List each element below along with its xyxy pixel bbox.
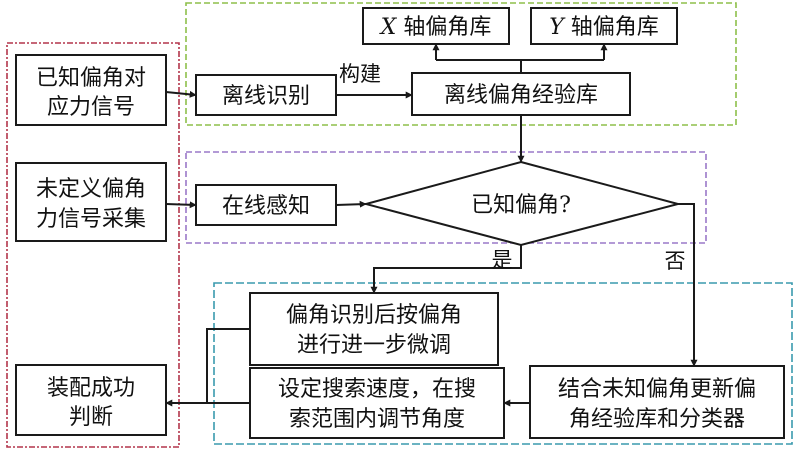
offline-library-label: 离线偏角经验库: [444, 83, 598, 108]
assembly-success-line-1: 装配成功: [47, 376, 135, 401]
build-label: 构建: [339, 62, 381, 86]
update-library-box: [529, 365, 785, 439]
undefined-signal-line-2: 力信号采集: [36, 207, 146, 232]
assembly-success-line-2: 判断: [69, 405, 113, 430]
y-library-label: Y 轴偏角库: [549, 15, 659, 40]
x-library-label: X 轴偏角库: [379, 15, 492, 40]
tuning-group-frame: [213, 282, 793, 445]
update-library-line-1: 结合未知偏角更新偏: [558, 377, 756, 402]
arrow-undefined-to-online: [165, 201, 197, 209]
undefined-signal-line-1: 未定义偏角: [36, 177, 146, 202]
set-search-line-1: 设定搜索速度，在搜: [278, 377, 476, 402]
input-group-frame: [6, 42, 180, 448]
arrow-online-to-decision: [335, 200, 367, 208]
fine-tune-box: [249, 292, 499, 366]
known-signal-line-2: 应力信号: [47, 95, 135, 120]
fine-tune-line-2: 进行进一步微调: [297, 333, 451, 358]
undefined-signal-box: [15, 162, 167, 242]
set-search-line-2: 索范围内调节角度: [289, 407, 465, 432]
known-signal-box: [15, 54, 167, 126]
online-sense-label: 在线感知: [222, 194, 310, 219]
known-signal-line-1: 已知偏角对: [36, 66, 146, 91]
online-sense-box: [195, 184, 337, 226]
arrow-yes-branch: [370, 245, 522, 294]
fine-tune-line-1: 偏角识别后按偏角: [286, 303, 462, 328]
offline-identify-box: [195, 74, 337, 116]
no-label: 否: [665, 249, 686, 273]
assembly-success-box: [15, 364, 167, 436]
line-fine-tune-out: [206, 328, 250, 403]
yes-label: 是: [492, 248, 513, 272]
offline-identify-label: 离线识别: [222, 84, 310, 109]
arrow-no-branch: [678, 203, 698, 367]
set-search-box: [249, 367, 505, 439]
decision-label: 已知偏角?: [471, 193, 571, 218]
x-library-box: [362, 7, 510, 45]
update-library-line-2: 角经验库和分类器: [569, 407, 745, 432]
arrow-known-to-offline-identify: [165, 90, 197, 98]
offline-group-frame: [185, 2, 737, 126]
